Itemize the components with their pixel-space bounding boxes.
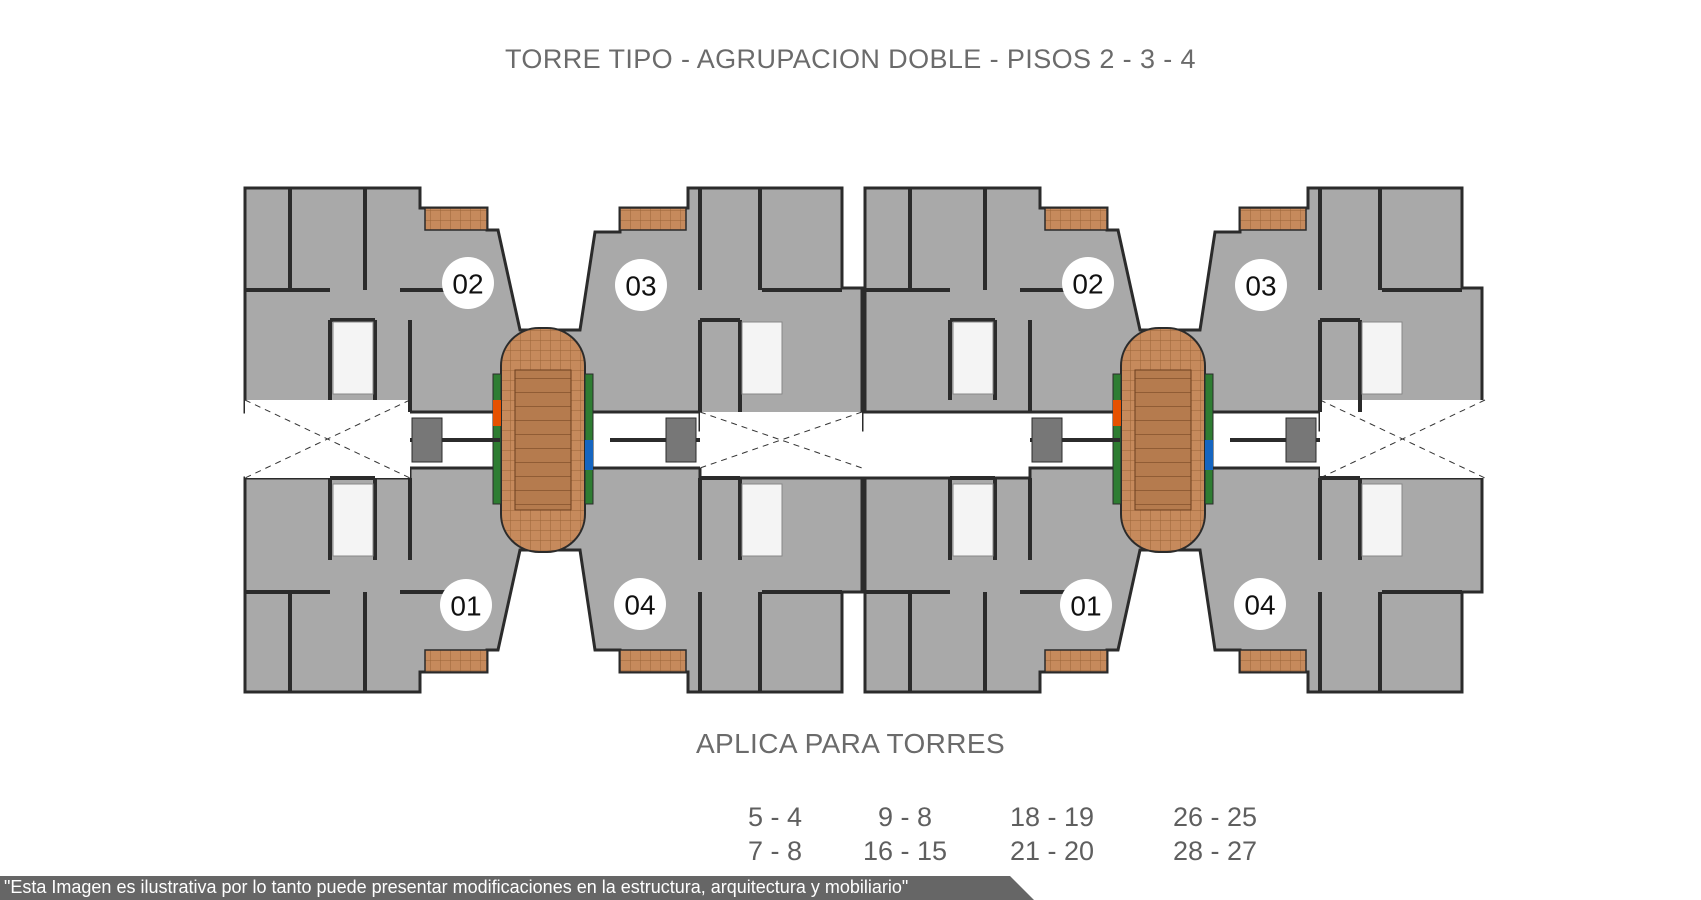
disclaimer-text: "Esta Imagen es ilustrativa por lo tanto… bbox=[4, 877, 909, 897]
balcony-right-1 bbox=[1239, 207, 1307, 231]
balcony-left-2 bbox=[424, 649, 488, 673]
tower-pair: 7 - 8 bbox=[747, 836, 803, 866]
tower-pair: 26 - 25 bbox=[1172, 802, 1258, 832]
bathroom-left-2 bbox=[741, 321, 783, 395]
light-well-left-1 bbox=[700, 412, 862, 468]
kitchen-right-0 bbox=[1031, 417, 1063, 463]
svg-text:04: 04 bbox=[624, 590, 655, 621]
bathroom-left-3 bbox=[741, 483, 783, 557]
disclaimer-bar bbox=[0, 876, 1701, 900]
unit-label-right-03: 03 bbox=[1235, 259, 1287, 311]
kitchen-right-1 bbox=[1285, 417, 1317, 463]
balcony-left-3 bbox=[619, 649, 687, 673]
bathroom-right-0 bbox=[952, 321, 994, 395]
svg-text:01: 01 bbox=[1070, 591, 1101, 622]
unit-label-left-03: 03 bbox=[615, 259, 667, 311]
tower-pair: 18 - 19 bbox=[1009, 802, 1095, 832]
page-title: TORRE TIPO - AGRUPACION DOBLE - PISOS 2 … bbox=[505, 44, 1196, 74]
balcony-left-1 bbox=[619, 207, 687, 231]
svg-text:02: 02 bbox=[452, 269, 483, 300]
svg-text:02: 02 bbox=[1072, 269, 1103, 300]
plan-drawing bbox=[243, 186, 1486, 694]
balcony-right-0 bbox=[1044, 207, 1108, 231]
stairs-left bbox=[514, 369, 572, 511]
shaft-blue-left bbox=[585, 440, 593, 470]
unit-label-right-02: 02 bbox=[1062, 257, 1114, 309]
balcony-left-0 bbox=[424, 207, 488, 231]
bathroom-right-2 bbox=[1361, 321, 1403, 395]
shaft-blue-right bbox=[1205, 440, 1213, 470]
bathroom-right-3 bbox=[1361, 483, 1403, 557]
svg-text:04: 04 bbox=[1244, 590, 1275, 621]
shaft-orange-right bbox=[1113, 400, 1121, 426]
kitchen-left-1 bbox=[665, 417, 697, 463]
tower-column: 5 - 4 7 - 8 bbox=[700, 800, 850, 868]
bathroom-left-0 bbox=[332, 321, 374, 395]
tower-column: 18 - 19 21 - 20 bbox=[977, 800, 1127, 868]
balcony-right-2 bbox=[1044, 649, 1108, 673]
balcony-right-3 bbox=[1239, 649, 1307, 673]
unit-label-left-02: 02 bbox=[442, 257, 494, 309]
svg-text:03: 03 bbox=[1245, 271, 1276, 302]
bathroom-right-1 bbox=[952, 483, 994, 557]
kitchen-left-0 bbox=[411, 417, 443, 463]
tower-list: 5 - 4 7 - 8 9 - 8 16 - 15 18 - 19 21 - 2… bbox=[700, 800, 1300, 870]
tower-column: 9 - 8 16 - 15 bbox=[830, 800, 980, 868]
shaft-orange-left bbox=[493, 400, 501, 426]
tower-pair: 5 - 4 bbox=[747, 802, 803, 832]
tower-pair: 9 - 8 bbox=[877, 802, 933, 832]
unit-label-left-04: 04 bbox=[614, 578, 666, 630]
svg-text:03: 03 bbox=[625, 271, 656, 302]
unit-label-right-04: 04 bbox=[1234, 578, 1286, 630]
stairs-right bbox=[1134, 369, 1192, 511]
tower-pair: 28 - 27 bbox=[1172, 836, 1258, 866]
tower-pair: 21 - 20 bbox=[1009, 836, 1095, 866]
unit-label-left-01: 01 bbox=[440, 579, 492, 631]
shaft-right-left bbox=[584, 373, 594, 505]
unit-label-right-01: 01 bbox=[1060, 579, 1112, 631]
bathroom-left-1 bbox=[332, 483, 374, 557]
tower-pair: 16 - 15 bbox=[862, 836, 948, 866]
shaft-right-right bbox=[1204, 373, 1214, 505]
svg-text:01: 01 bbox=[450, 591, 481, 622]
light-well-x-right-0 bbox=[1319, 399, 1486, 479]
light-well-x-left-0 bbox=[244, 399, 411, 479]
applies-to-heading: APLICA PARA TORRES bbox=[695, 728, 1006, 759]
tower-column: 26 - 25 28 - 27 bbox=[1140, 800, 1290, 868]
